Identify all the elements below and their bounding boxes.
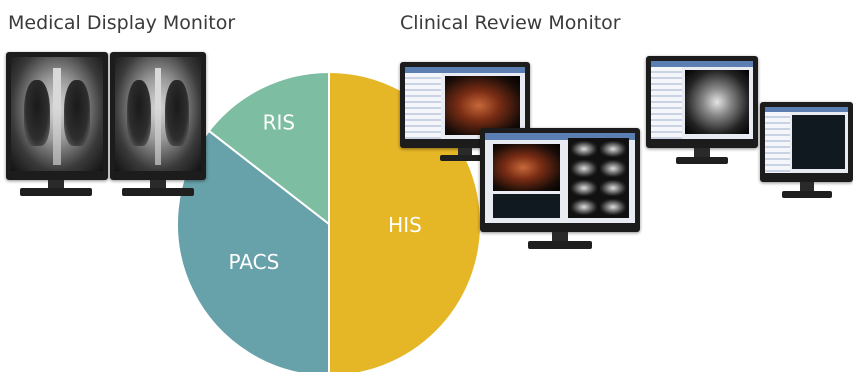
chest-xray-icon [11,57,103,171]
monitor-right-bezel [110,52,206,180]
spine-xray-screen-icon [651,61,753,139]
pie-label-his: HIS [388,213,422,237]
ct-slices-screen-icon [485,133,635,223]
clinical-review-monitor-caption: Clinical Review Monitor [400,12,621,34]
imaging-software-screen-icon [765,107,848,173]
pie-slice-ris [207,70,330,227]
medical-display-monitor-dual [6,52,210,204]
clinical-review-monitor-2 [480,128,640,252]
pie-label-ris: RIS [263,111,296,135]
medical-display-monitor-caption: Medical Display Monitor [8,12,236,34]
clinical-review-monitor-1 [400,62,530,162]
3d-render-screen-icon [405,67,525,139]
monitor-left-bezel [6,52,108,180]
pie-label-pacs: PACS [229,250,280,274]
chest-xray-icon [115,57,201,171]
clinical-review-monitor-3 [646,56,758,170]
clinical-review-monitor-4 [760,102,853,206]
